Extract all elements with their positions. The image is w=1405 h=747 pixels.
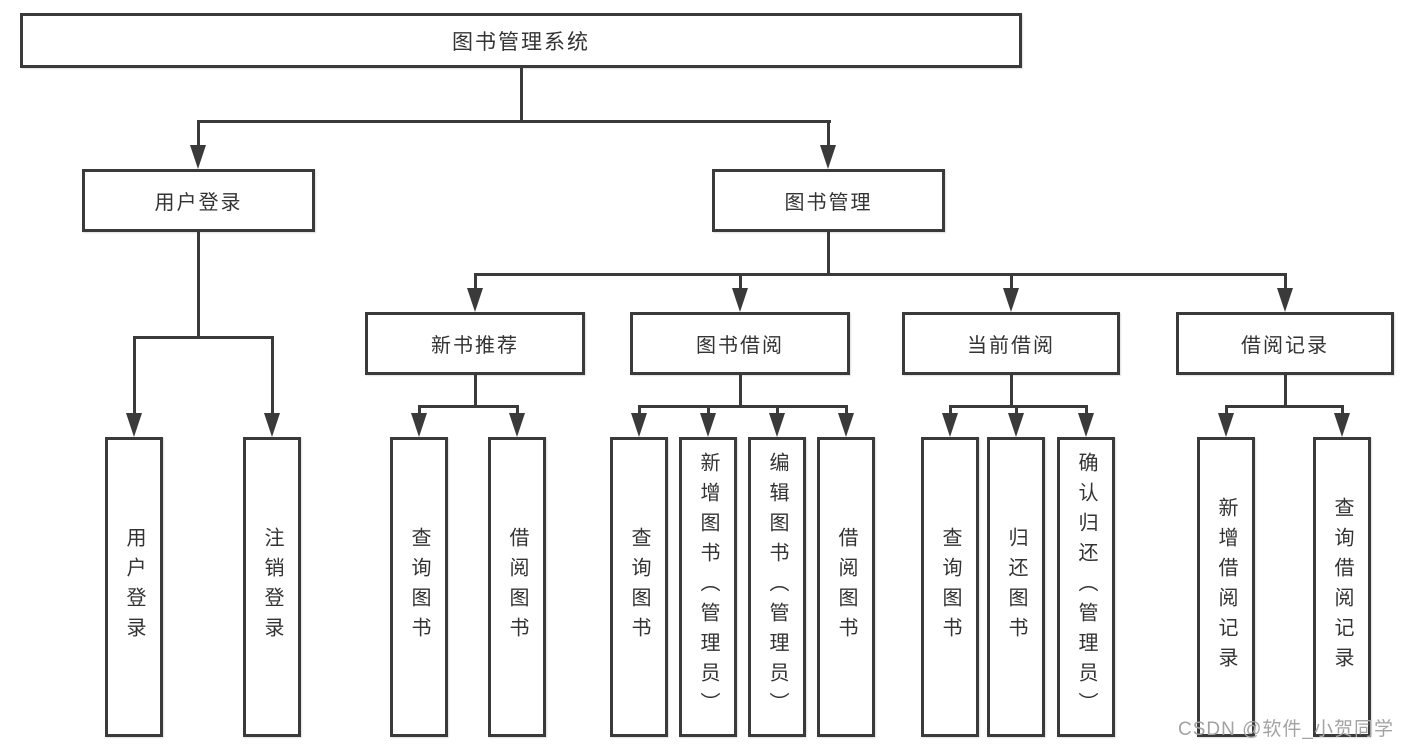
arrow-down-icon (126, 413, 142, 437)
connector-vline (1010, 273, 1013, 289)
connector-vline (845, 405, 848, 414)
arrow-down-icon (732, 288, 748, 312)
arrow-down-icon (264, 413, 280, 437)
arrow-down-icon (820, 145, 836, 169)
arrow-down-icon (1078, 413, 1094, 437)
connector-vline (197, 120, 200, 147)
node-user-login: 用户登录 (82, 169, 315, 232)
connector-hline (418, 405, 519, 408)
connector-vline (827, 120, 830, 147)
node-query-borrow-record: 查询借阅记录 (1313, 437, 1371, 737)
connector-vline (739, 273, 742, 289)
arrow-down-icon (190, 145, 206, 169)
connector-vline (949, 405, 952, 414)
connector-hline (1225, 405, 1343, 408)
connector-vline (1284, 375, 1287, 405)
arrow-down-icon (1003, 288, 1019, 312)
node-book-management: 图书管理 (712, 169, 945, 232)
arrow-down-icon (467, 288, 483, 312)
node-borrow-books-borrowing: 借阅图书 (817, 437, 875, 737)
arrow-down-icon (411, 413, 427, 437)
connector-hline (638, 405, 847, 408)
arrow-down-icon (509, 413, 525, 437)
connector-vline (516, 405, 519, 414)
connector-hline (949, 405, 1087, 408)
connector-vline (739, 375, 742, 405)
node-query-books-current: 查询图书 (921, 437, 979, 737)
node-borrow-books-recommend: 借阅图书 (488, 437, 546, 737)
node-edit-books-admin: 编辑图书（管理员） (748, 437, 806, 737)
arrow-down-icon (769, 413, 785, 437)
connector-vline (776, 405, 779, 414)
node-confirm-return-admin: 确认归还（管理员） (1057, 437, 1115, 737)
connector-hline (474, 273, 1287, 276)
node-return-books: 归还图书 (987, 437, 1045, 737)
connector-hline (197, 120, 831, 123)
node-logout-action: 注销登录 (243, 437, 301, 737)
connector-vline (520, 68, 523, 120)
connector-vline (1341, 405, 1344, 414)
connector-vline (474, 273, 477, 289)
connector-vline (1284, 273, 1287, 289)
arrow-down-icon (1334, 413, 1350, 437)
arrow-down-icon (1008, 413, 1024, 437)
connector-vline (418, 405, 421, 414)
arrow-down-icon (1277, 288, 1293, 312)
connector-vline (638, 405, 641, 414)
node-borrowing-records: 借阅记录 (1176, 312, 1394, 375)
connector-vline (1010, 375, 1013, 405)
node-book-borrowing: 图书借阅 (630, 312, 850, 375)
node-query-books-borrowing: 查询图书 (610, 437, 668, 737)
connector-vline (197, 232, 200, 336)
arrow-down-icon (1218, 413, 1234, 437)
node-user-login-action: 用户登录 (105, 437, 163, 737)
connector-vline (1085, 405, 1088, 414)
node-add-borrow-record: 新增借阅记录 (1197, 437, 1255, 737)
node-library-management-system: 图书管理系统 (20, 13, 1022, 68)
node-current-borrowing: 当前借阅 (902, 312, 1120, 375)
connector-vline (1225, 405, 1228, 414)
arrow-down-icon (700, 413, 716, 437)
connector-vline (133, 336, 136, 415)
arrow-down-icon (631, 413, 647, 437)
arrow-down-icon (942, 413, 958, 437)
node-query-books-recommend: 查询图书 (390, 437, 448, 737)
node-new-book-recommendation: 新书推荐 (365, 312, 585, 375)
connector-vline (707, 405, 710, 414)
csdn-watermark: CSDN @软件_小贺同学 (1178, 719, 1394, 740)
connector-vline (827, 232, 830, 273)
connector-vline (474, 375, 477, 405)
node-add-books-admin: 新增图书（管理员） (679, 437, 737, 737)
arrow-down-icon (838, 413, 854, 437)
connector-hline (133, 336, 273, 339)
connector-vline (271, 336, 274, 415)
connector-vline (1015, 405, 1018, 414)
